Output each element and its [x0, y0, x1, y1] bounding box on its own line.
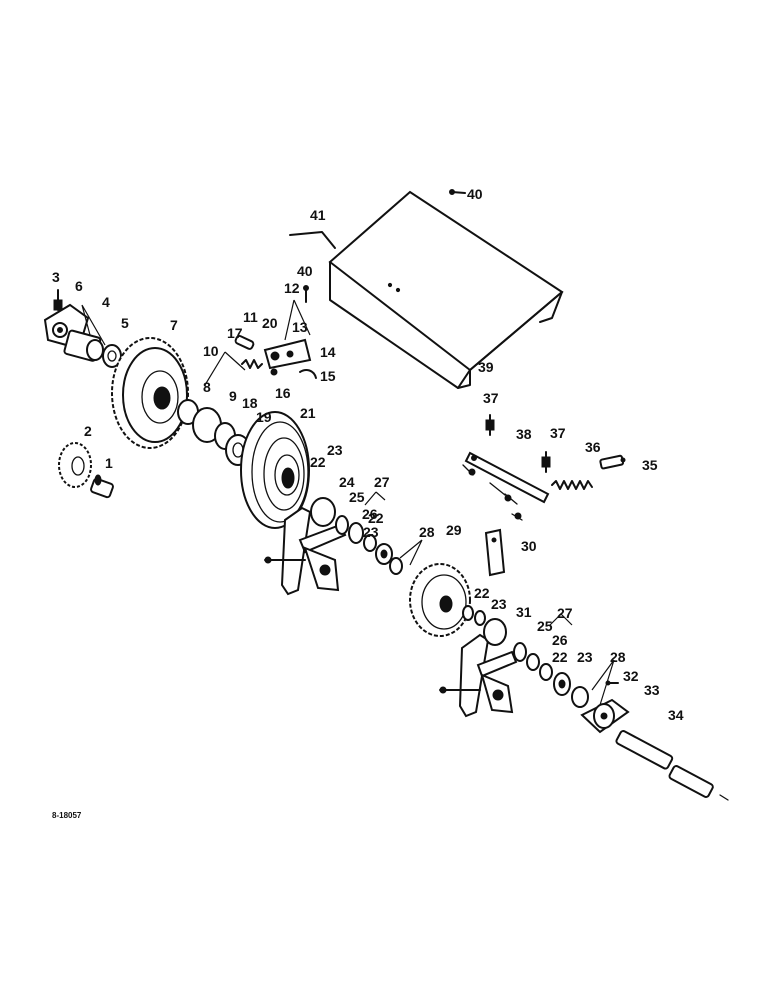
- lever-arm: [439, 618, 518, 718]
- rod-part: [599, 454, 626, 470]
- callout-38: 38: [516, 426, 532, 442]
- callout-21: 21: [300, 405, 316, 421]
- callout-17: 17: [227, 325, 243, 341]
- screw-part: [449, 189, 466, 195]
- callout-3: 3: [52, 269, 60, 285]
- callout-18: 18: [242, 395, 258, 411]
- spring-part: [551, 480, 593, 490]
- callout-29: 29: [446, 522, 462, 538]
- callout-25a: 25: [349, 489, 365, 505]
- bearing-set: [177, 399, 251, 466]
- callout-5: 5: [121, 315, 129, 331]
- callout-24: 24: [339, 474, 355, 490]
- sleeve-part: [86, 339, 122, 368]
- pin-part: [234, 334, 255, 350]
- callout-39: 39: [478, 359, 494, 375]
- bolt-part: [541, 451, 551, 473]
- lever-arm: [264, 497, 347, 596]
- callout-7: 7: [170, 317, 178, 333]
- callout-26b: 26: [552, 632, 568, 648]
- callout-4: 4: [102, 294, 110, 310]
- rod-part: [289, 231, 336, 249]
- bolt-part: [485, 414, 495, 436]
- leader-lines: [81, 299, 615, 706]
- callout-15: 15: [320, 368, 336, 384]
- callout-6: 6: [75, 278, 83, 294]
- callout-40a: 40: [467, 186, 483, 202]
- callout-37b: 37: [550, 425, 566, 441]
- callout-23c: 23: [491, 596, 507, 612]
- callout-19: 19: [256, 409, 272, 425]
- callout-13: 13: [292, 319, 308, 335]
- pin-part: [90, 474, 114, 499]
- secondary-disc: [409, 563, 471, 637]
- callout-40b: 40: [297, 263, 313, 279]
- callout-23a: 23: [327, 442, 343, 458]
- callout-33: 33: [644, 682, 660, 698]
- callout-labels: 1 2 3 4 5 6 7 8 9 10 11 12 13 14 15 16 1…: [52, 186, 684, 723]
- callout-28b: 28: [610, 649, 626, 665]
- callout-1: 1: [105, 455, 113, 471]
- washer-stack: [462, 605, 486, 626]
- large-gear: [111, 337, 189, 449]
- callout-25b: 25: [537, 618, 553, 634]
- callout-2: 2: [84, 423, 92, 439]
- callout-12: 12: [284, 280, 300, 296]
- small-gear: [58, 442, 92, 488]
- callout-41: 41: [310, 207, 326, 223]
- callout-20: 20: [262, 315, 278, 331]
- callout-10: 10: [203, 343, 219, 359]
- callout-36: 36: [585, 439, 601, 455]
- spring-part: [241, 359, 263, 369]
- callout-27a: 27: [374, 474, 390, 490]
- callout-22c: 22: [474, 585, 490, 601]
- strap-part: [462, 451, 550, 521]
- callout-22a: 22: [310, 454, 326, 470]
- callout-16: 16: [275, 385, 291, 401]
- screw-part: [303, 285, 309, 303]
- callout-23b: 23: [363, 524, 379, 540]
- callout-34: 34: [668, 707, 684, 723]
- washer-stack: [335, 515, 403, 575]
- callout-9: 9: [229, 388, 237, 404]
- main-disc: [240, 411, 310, 529]
- callout-37a: 37: [483, 390, 499, 406]
- callout-31: 31: [516, 604, 532, 620]
- callout-26a: 26: [362, 506, 378, 522]
- figure-id: 8-18057: [52, 811, 82, 820]
- callout-22d: 22: [552, 649, 568, 665]
- latch-assembly: [263, 338, 317, 379]
- callout-28a: 28: [419, 524, 435, 540]
- flange-bearing: [580, 680, 630, 734]
- callout-22b: 22: [368, 510, 384, 526]
- callout-8: 8: [203, 379, 211, 395]
- callout-27b: 27: [557, 605, 573, 621]
- callout-32: 32: [623, 668, 639, 684]
- callout-35: 35: [642, 457, 658, 473]
- callout-14: 14: [320, 344, 336, 360]
- callout-30: 30: [521, 538, 537, 554]
- washer-stack: [513, 642, 589, 708]
- callout-11: 11: [243, 309, 258, 325]
- bracket-part: [484, 528, 506, 577]
- shaft-part: [615, 730, 729, 801]
- cover-plate: [328, 190, 564, 389]
- callout-23d: 23: [577, 649, 593, 665]
